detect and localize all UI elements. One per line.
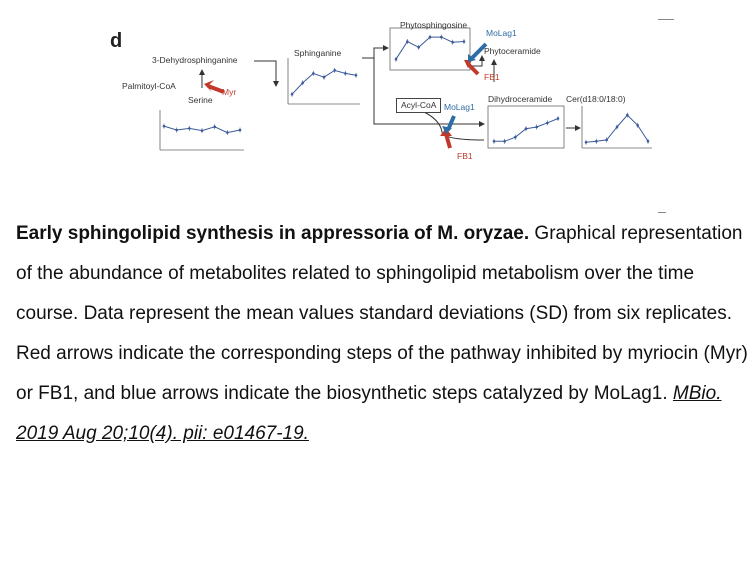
sphinganine-to-phyto-arrow: [362, 45, 389, 59]
panel-letter: d: [110, 30, 123, 52]
corner-mark: [658, 19, 674, 20]
fb1-top-label: FB1: [484, 72, 500, 82]
acyl-coa-arrow: [423, 111, 485, 141]
cer-label: Cer(d18:0/18:0): [566, 94, 626, 104]
molag1-bottom-blue-arrowhead: [442, 126, 452, 134]
phyto-to-phytoceramide-arrow: [470, 55, 485, 67]
pathway-figure: d 3-Dehydrosphinganine Palmitoyl-CoA Myr…: [104, 16, 674, 168]
molag1-bottom-label: MoLag1: [444, 102, 475, 112]
caption-body: Graphical representation of the abundanc…: [16, 223, 748, 404]
sphinganine-chart-box: [287, 58, 360, 105]
myr-red-arrowhead: [204, 80, 214, 92]
palmitoyl-coa-label: Palmitoyl-CoA: [122, 81, 176, 91]
sphinganine-to-dhc-arrow: [373, 58, 485, 127]
cer-chart-box: [581, 106, 652, 149]
myr-label: Myr: [222, 87, 237, 97]
caption-title: Early sphingolipid synthesis in appresso…: [16, 223, 530, 244]
phytosphingosine-chart-box: [389, 27, 471, 71]
sphinganine-label: Sphinganine: [294, 48, 342, 58]
dehydro-to-sphinganine-arrow: [254, 60, 279, 87]
dehydrosphinganine-label: 3-Dehydrosphinganine: [152, 55, 238, 65]
molag1-top-blue-arrow: [470, 42, 488, 60]
pathway-diagram: [159, 27, 652, 151]
phytosphingosine-series-line: [395, 36, 465, 60]
acyl-coa-label: Acyl-CoA: [396, 98, 442, 113]
fb1-top-red-arrow: [466, 62, 480, 76]
fb1-top-red-arrowhead: [464, 60, 472, 68]
molag1-top-label: MoLag1: [486, 28, 517, 38]
myr-red-arrow: [207, 84, 225, 94]
fb1-bottom-label: FB1: [457, 151, 473, 161]
corner-mark: [658, 212, 666, 213]
serine-label: Serine: [188, 95, 213, 105]
dihydroceramide-label: Dihydroceramide: [488, 94, 553, 104]
serine-chart-box: [159, 110, 244, 151]
dihydroceramide-chart-box: [487, 105, 565, 149]
phytosphingosine-label: Phytosphingosine: [400, 20, 468, 30]
molag1-top-blue-arrowhead: [468, 54, 476, 62]
fb1-bottom-red-arrow: [444, 133, 452, 149]
citation-link[interactable]: MBio. 2019 Aug 20;10(4). pii: e01467-19.: [16, 383, 722, 444]
phytoceramide-label: Phytoceramide: [484, 46, 541, 56]
figure-caption: Early sphingolipid synthesis in appresso…: [16, 214, 756, 454]
